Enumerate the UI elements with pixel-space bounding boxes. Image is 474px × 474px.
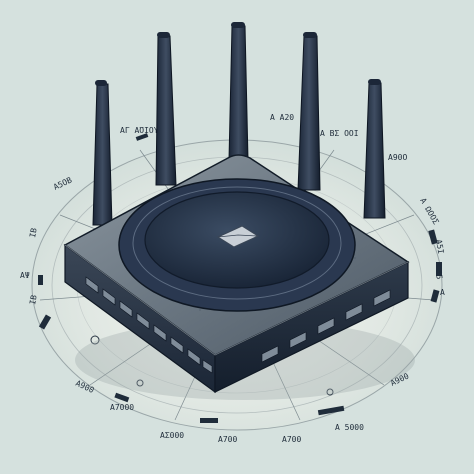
port-2 — [102, 288, 116, 306]
label-left-3: ΑΨ — [20, 271, 30, 280]
antenna-5 — [363, 79, 386, 219]
label-left-4: ΙΒ — [28, 294, 39, 305]
port-3 — [119, 300, 133, 318]
side-port-3 — [317, 317, 335, 335]
label-right-4: Α5Ι — [434, 239, 445, 255]
label-top-right: A A20 — [270, 113, 294, 122]
label-left-2: ΙΒ — [28, 227, 39, 238]
antenna-4 — [297, 32, 321, 191]
antenna-2 — [155, 32, 177, 186]
side-port-5 — [373, 289, 391, 307]
label-right-2: Α90Ο — [388, 153, 407, 162]
antenna-3 — [228, 22, 249, 161]
label-bottom-4: Α 5000 — [335, 423, 364, 432]
label-bottom-left-2: Α7000 — [110, 403, 134, 412]
port-4 — [136, 312, 150, 330]
side-port-2 — [289, 331, 307, 349]
label-right-6: Α — [440, 288, 445, 297]
front-ports — [85, 276, 213, 374]
label-right-5: Α5 — [434, 269, 444, 280]
port-8 — [202, 359, 213, 374]
label-right-1: Α ΒΣ ΟΟΙ — [320, 129, 359, 138]
envelope-icon — [216, 225, 260, 248]
label-bottom-2: Α700 — [218, 435, 237, 444]
port-7 — [187, 348, 201, 366]
side-port-1 — [261, 345, 279, 363]
router-body — [63, 154, 410, 394]
port-5 — [153, 324, 167, 342]
side-ports — [261, 289, 391, 363]
side-port-4 — [345, 303, 363, 321]
port-6 — [170, 336, 184, 354]
label-bottom-3: Α700 — [282, 435, 301, 444]
port-1 — [85, 276, 99, 294]
label-top: ΑΓ Α̅ΟΙΟΥΧ — [120, 126, 164, 135]
label-bottom-1: ΑΣ000 — [160, 431, 184, 440]
antennas — [92, 22, 386, 226]
